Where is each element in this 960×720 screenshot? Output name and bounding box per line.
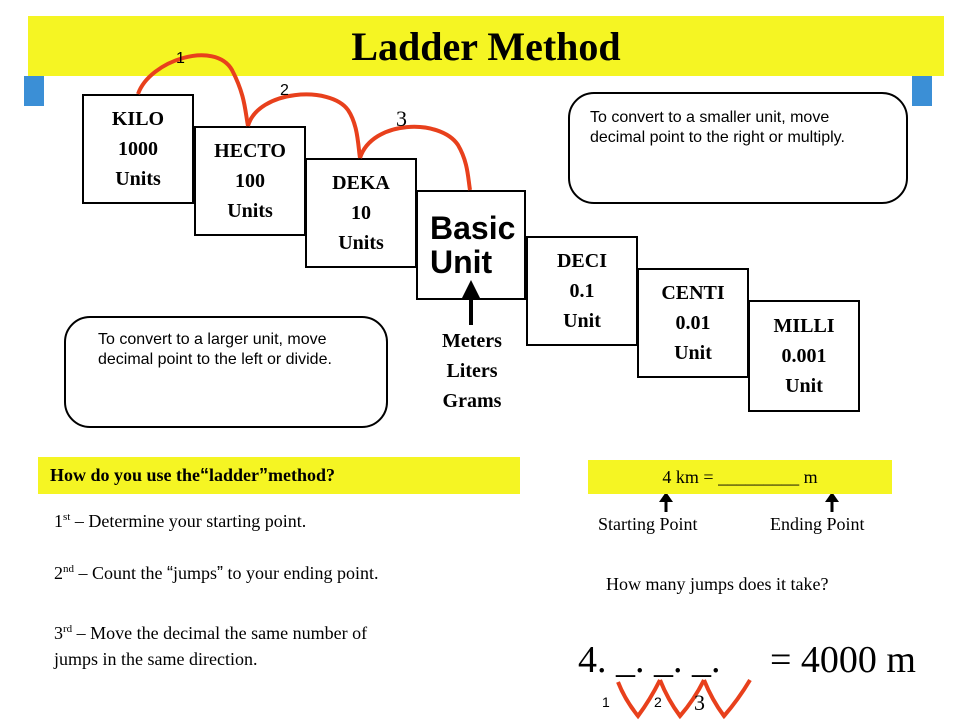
result-jump-label-3: 3: [694, 690, 705, 715]
jump-arc-2: [246, 92, 362, 159]
jump-label-1: 1: [176, 50, 185, 67]
title-banner: Ladder Method: [28, 16, 944, 76]
step-2: 2nd – Count the “jumps” to your ending p…: [54, 563, 379, 583]
unit-grams: Grams: [442, 390, 502, 412]
unit-meters: Meters: [442, 330, 502, 352]
left-blue-tab: [24, 76, 44, 106]
ending-point-label: Ending Point: [770, 514, 865, 534]
start-point-arrow-head: [659, 492, 673, 502]
starting-point-label: Starting Point: [598, 514, 698, 534]
result-jump-label-1: 1: [602, 694, 610, 710]
step-1: 1st – Determine your starting point.: [54, 511, 307, 531]
result-jump-label-2: 2: [654, 694, 662, 710]
right-blue-tab: [912, 76, 932, 106]
note-smaller-unit: To convert to a smaller unit, move decim…: [568, 92, 908, 204]
jump-arc-1: [136, 53, 250, 127]
jump-label-3: 3: [396, 106, 407, 131]
basic-units-list: Meters Liters Grams: [420, 326, 524, 416]
unit-liters: Liters: [446, 360, 498, 382]
end-point-arrow-head: [825, 492, 839, 502]
page-title: Ladder Method: [351, 23, 621, 69]
jump-label-2: 2: [280, 82, 289, 99]
jumps-question: How many jumps does it take?: [606, 574, 829, 594]
example-equation: 4 km = _________ m: [662, 466, 818, 487]
example-equation-banner: 4 km = _________ m: [588, 460, 892, 494]
result-jump-arc-2: [658, 679, 706, 720]
question-banner: How do you use the “ladder” method?: [38, 457, 520, 494]
result-jump-arc-3: [702, 678, 752, 720]
jump-arc-3: [358, 124, 472, 191]
basic-unit-arrow-head: [462, 280, 480, 298]
note-larger-unit: To convert to a larger unit, move decima…: [64, 316, 388, 428]
result-left: 4. _. _. _.: [578, 639, 721, 681]
result-jump-arc-1: [616, 679, 662, 720]
step-3: 3rd – Move the decimal the same number o…: [54, 623, 368, 669]
result-right: = 4000 m: [770, 639, 916, 681]
